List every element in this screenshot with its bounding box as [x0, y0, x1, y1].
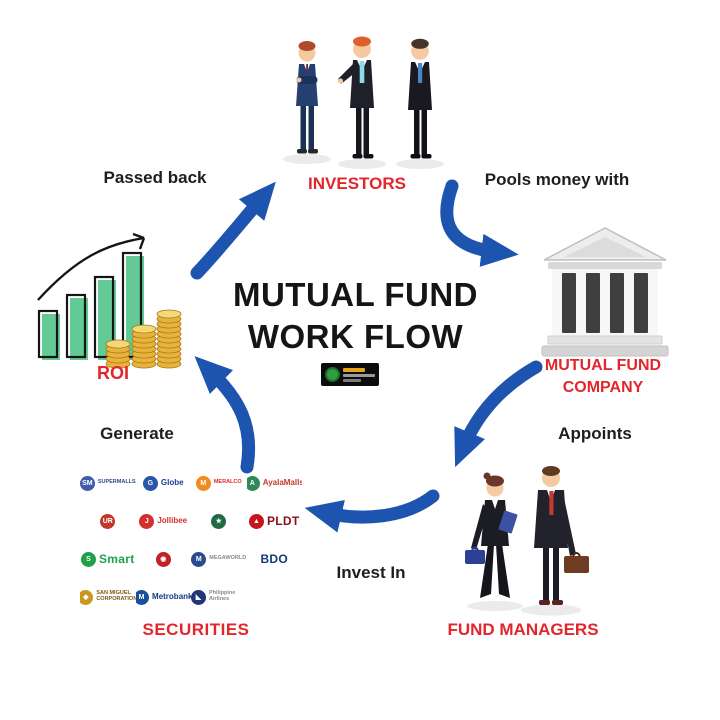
- company-label-line1: MUTUAL FUND: [544, 357, 662, 374]
- security-logo: ◣Philippine Airlines: [191, 580, 247, 614]
- security-logo-mark-icon: M: [191, 551, 207, 567]
- security-logo: ◆SAN MIGUEL CORPORATION: [80, 580, 136, 614]
- brand-logo-badge: [321, 363, 379, 386]
- arrow-pools-money: [440, 179, 519, 267]
- security-logo-text: Metrobank: [152, 591, 191, 601]
- security-logo-mark-icon: ◣: [191, 589, 206, 605]
- fund-managers-illustration: [465, 466, 589, 616]
- security-logo-mark-icon: UR: [100, 513, 116, 529]
- edge-invest-in: Invest In: [336, 563, 406, 582]
- company-label-line2: COMPANY: [562, 379, 644, 396]
- security-logo-mark-icon: M: [135, 589, 150, 605]
- security-logo-text: Philippine Airlines: [209, 590, 236, 602]
- security-logo-mark-icon: ▲: [248, 513, 264, 529]
- bank-building-icon: [541, 227, 669, 357]
- security-logo-text: MEGAWORLD: [209, 555, 247, 562]
- edge-generate: Generate: [100, 424, 174, 443]
- edge-appoints: Appoints: [558, 424, 632, 443]
- security-logo-mark-icon: J: [139, 513, 155, 529]
- security-logo-mark-icon: ◉: [155, 551, 171, 567]
- security-logo-mark-icon: A: [246, 475, 260, 491]
- investors-illustration: [283, 36, 444, 169]
- roi-label: ROI: [96, 363, 129, 383]
- title-line2: WORK FLOW: [247, 318, 464, 355]
- security-logo-text: Jollibee: [157, 515, 188, 525]
- investors-label: INVESTORS: [308, 174, 406, 193]
- title-line1: MUTUAL FUND: [232, 276, 479, 313]
- brand-badge-icon: [325, 367, 340, 382]
- security-logo-text: MERALCO: [213, 479, 242, 486]
- security-logo-mark-icon: SM: [80, 475, 95, 491]
- security-logo-text: BDO: [260, 551, 289, 566]
- coin-stacks: [105, 309, 182, 369]
- arrow-invest-in: [304, 489, 440, 533]
- security-logo-mark-icon: S: [80, 551, 96, 567]
- security-logo: ★: [191, 504, 247, 538]
- security-logo: BDO: [247, 542, 303, 576]
- securities-label: SECURITIES: [142, 620, 250, 639]
- security-logo-mark-icon: ★: [211, 513, 227, 529]
- security-logo-text: Globe: [160, 477, 184, 487]
- fund-manager-woman: [465, 472, 523, 611]
- security-logo: ◉: [136, 542, 192, 576]
- security-logo-text: SAN MIGUEL CORPORATION: [96, 590, 136, 602]
- roi-growth-chart-icon: [37, 232, 182, 369]
- investor-1: [283, 41, 331, 164]
- security-logo: ▲PLDT: [247, 504, 303, 538]
- security-logo-text: PLDT: [266, 513, 300, 528]
- mutual-fund-company-label: MUTUAL FUND COMPANY: [523, 355, 683, 399]
- fund-manager-man: [521, 466, 589, 616]
- page-title: MUTUAL FUND WORK FLOW: [218, 274, 493, 358]
- security-logo-text: AyalaMalls: [262, 477, 302, 487]
- edge-pools-money: Pools money with: [484, 170, 630, 189]
- fund-managers-label: FUND MANAGERS: [447, 620, 599, 639]
- edge-passed-back: Passed back: [103, 168, 207, 187]
- arrow-passed-back: [190, 181, 276, 280]
- security-logo-text: Smart: [98, 551, 135, 566]
- arrow-appoints: [454, 360, 543, 468]
- security-logo-mark-icon: M: [195, 475, 211, 491]
- security-logo-text: SUPERMALLS: [97, 479, 136, 486]
- security-logo-mark-icon: ◆: [80, 589, 94, 605]
- security-logo: UR: [80, 504, 136, 538]
- investor-3: [396, 38, 444, 169]
- arrow-generate: [194, 356, 256, 474]
- investor-2: [337, 36, 386, 169]
- security-logo-mark-icon: G: [142, 475, 158, 491]
